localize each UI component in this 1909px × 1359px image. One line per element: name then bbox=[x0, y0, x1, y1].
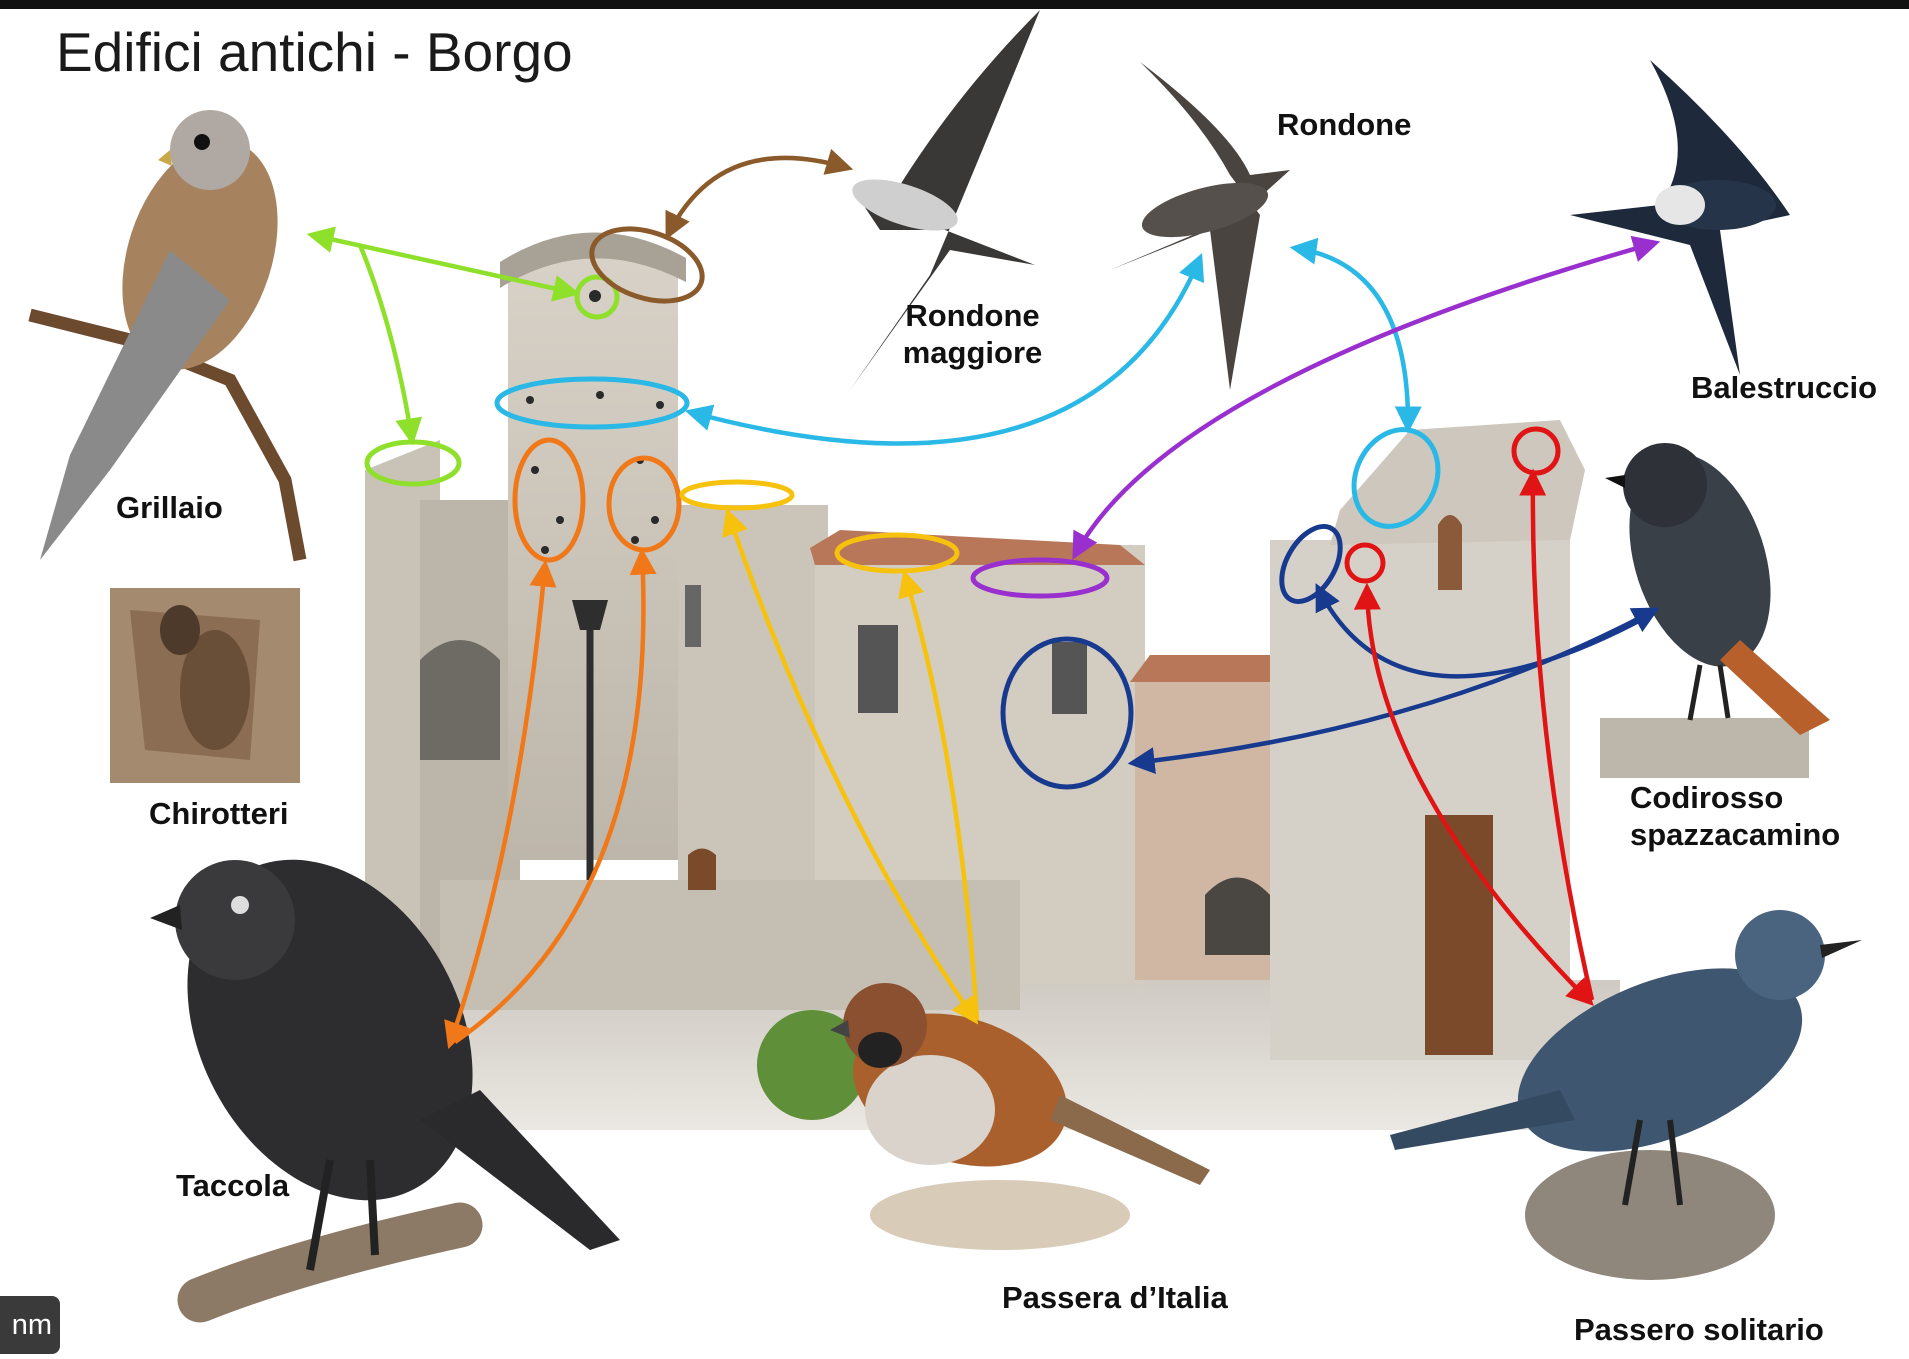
label-passera: Passera d’Italia bbox=[1002, 1279, 1228, 1316]
archway bbox=[420, 640, 500, 760]
grillaio-arrow bbox=[360, 245, 412, 440]
label-chirotteri: Chirotteri bbox=[149, 795, 289, 832]
label-passero-solitario: Passero solitario bbox=[1574, 1311, 1824, 1348]
corner-tooltip-text: nm bbox=[12, 1296, 52, 1354]
terrace-wall bbox=[440, 880, 1020, 1010]
rondone-maggiore-arrow bbox=[668, 158, 848, 235]
label-codirosso-line2: spazzacamino bbox=[1630, 816, 1840, 853]
window bbox=[858, 625, 898, 713]
label-grillaio: Grillaio bbox=[116, 489, 223, 526]
church bbox=[1270, 540, 1570, 1060]
corner-tooltip[interactable]: nm bbox=[0, 1296, 60, 1354]
arch-door bbox=[1205, 878, 1270, 956]
label-rondone-maggiore: Rondone maggiore bbox=[880, 297, 1065, 371]
page-title: Edifici antichi - Borgo bbox=[56, 20, 573, 84]
label-balestruccio: Balestruccio bbox=[1691, 369, 1877, 406]
label-codirosso-line1: Codirosso bbox=[1630, 779, 1840, 816]
label-rondone-maggiore-line1: Rondone bbox=[880, 297, 1065, 334]
balestruccio-illustration bbox=[1570, 60, 1790, 375]
passera-highlight bbox=[682, 482, 792, 508]
window bbox=[685, 585, 701, 647]
label-rondone-maggiore-line2: maggiore bbox=[880, 334, 1065, 371]
label-taccola: Taccola bbox=[176, 1167, 289, 1204]
label-codirosso: Codirosso spazzacamino bbox=[1630, 779, 1840, 853]
label-rondone: Rondone bbox=[1277, 106, 1411, 143]
church-window bbox=[1438, 515, 1462, 590]
chirotteri-illustration bbox=[110, 588, 300, 783]
rondone-illustration bbox=[1110, 62, 1290, 390]
main-roof bbox=[810, 530, 1145, 565]
window bbox=[1052, 642, 1087, 714]
church-door bbox=[1425, 815, 1493, 1055]
window bbox=[688, 849, 716, 891]
codirosso-illustration bbox=[1600, 435, 1830, 778]
rondone-arrow bbox=[1295, 248, 1408, 428]
